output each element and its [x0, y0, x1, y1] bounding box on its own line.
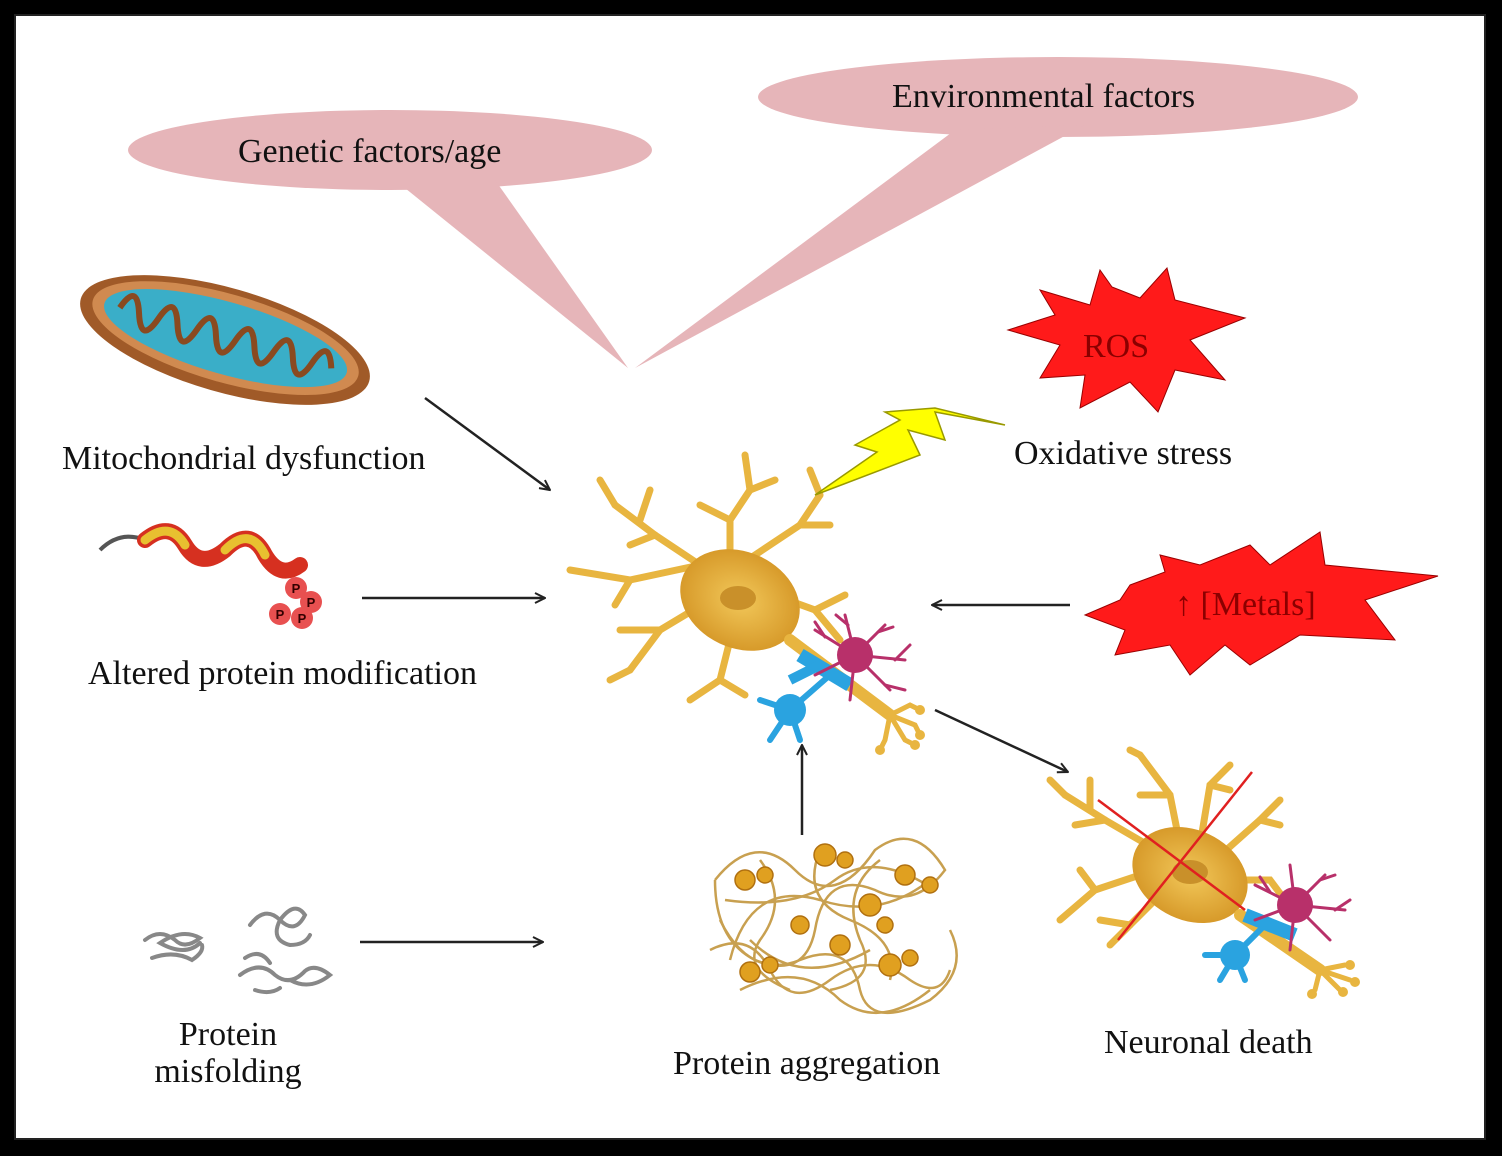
arrow-mito-to-neuron [424, 396, 550, 490]
protein-misfolding-line1: Protein [178, 1016, 278, 1053]
genetic-factors-bubble [128, 110, 652, 368]
phosphorylated-protein-icon: P P P P [98, 523, 322, 629]
neuron-icon [566, 451, 925, 755]
cross-mark [1097, 771, 1253, 941]
phospho-label: P [298, 611, 307, 626]
misfolded-protein-icon [143, 906, 334, 995]
metals-label: ↑ [Metals] [1175, 586, 1316, 623]
protein-misfolding-label: Protein misfolding [128, 1016, 328, 1091]
lightning-bolt-icon [814, 407, 1006, 496]
arrow-neuron-to-death [934, 708, 1068, 772]
environmental-factors-label: Environmental factors [892, 78, 1196, 115]
phospho-label: P [307, 595, 316, 610]
neuronal-death-label: Neuronal death [1104, 1024, 1313, 1061]
metals-burst [1083, 531, 1439, 676]
dead-neuron-icon [1046, 746, 1360, 999]
environmental-factors-bubble [635, 57, 1358, 368]
oxidative-stress-label: Oxidative stress [1014, 435, 1233, 472]
protein-aggregation-label: Protein aggregation [673, 1045, 941, 1082]
ros-label: ROS [1083, 328, 1150, 365]
protein-aggregate-icon [709, 837, 958, 1015]
altered-protein-modification-label: Altered protein modification [88, 655, 477, 692]
protein-misfolding-line2: misfolding [154, 1053, 302, 1091]
mitochondrial-dysfunction-label: Mitochondrial dysfunction [62, 440, 426, 477]
ros-burst [1006, 266, 1247, 413]
phospho-label: P [276, 607, 285, 622]
mitochondrion-icon [80, 275, 370, 405]
genetic-factors-label: Genetic factors/age [238, 133, 502, 170]
arrows [360, 396, 1070, 942]
phospho-label: P [292, 581, 301, 596]
